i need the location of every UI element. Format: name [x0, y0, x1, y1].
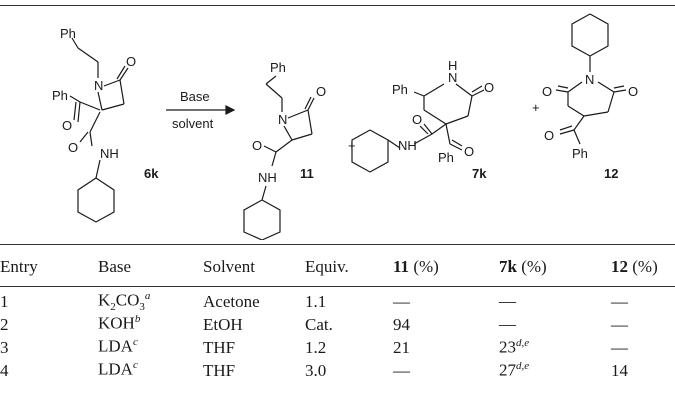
cell-equiv: Cat.	[305, 314, 333, 334]
cell-equiv: 1.1	[305, 291, 327, 311]
scheme-bottom-rule	[0, 244, 675, 245]
plus-sign: +	[532, 100, 540, 115]
o-label: O	[464, 144, 474, 159]
compound-6k-label: 6k	[144, 166, 159, 181]
table-row: 1 K2CO3a Acetone 1.1 — — —	[0, 290, 675, 313]
header-yield-11: 11 (%)	[393, 257, 439, 276]
n-label: N	[278, 112, 287, 127]
ph-label: Ph	[438, 150, 454, 165]
ph-label: Ph	[52, 88, 68, 103]
table-row: 2 KOHb EtOH Cat. 94 — —	[0, 313, 675, 336]
cell-base: LDAc	[98, 359, 138, 379]
cell-solvent: THF	[203, 337, 236, 357]
cell-entry: 4	[0, 360, 9, 380]
o-label: O	[484, 80, 494, 95]
reaction-arrow: Base solvent	[166, 89, 236, 131]
cell-solvent: EtOH	[203, 314, 243, 334]
cell-base: KOHb	[98, 313, 141, 333]
o-label: O	[126, 54, 136, 69]
cell-yield-11: —	[393, 291, 410, 311]
cell-yield-11: 21	[393, 337, 410, 357]
compound-7k-label: 7k	[472, 166, 487, 181]
arrow-solvent-label: solvent	[172, 116, 214, 131]
header-yield-7k: 7k (%)	[499, 257, 547, 276]
o-label: O	[544, 128, 554, 143]
o-label: O	[68, 140, 78, 155]
cell-yield-11: 94	[393, 314, 410, 334]
cell-base: K2CO3a	[98, 290, 151, 314]
h-label: H	[448, 58, 457, 73]
cell-equiv: 1.2	[305, 337, 327, 357]
o-label: O	[316, 84, 326, 99]
compound-6k: Ph N O Ph O O NH 6k	[52, 26, 159, 223]
cell-entry: 1	[0, 291, 9, 311]
header-solvent: Solvent	[203, 257, 255, 276]
o-label: O	[62, 118, 72, 133]
cell-yield-11: —	[393, 360, 410, 380]
header-base: Base	[98, 257, 132, 276]
cell-yield-12: —	[611, 314, 628, 334]
cell-entry: 3	[0, 337, 9, 357]
header-entry: Entry	[0, 257, 38, 276]
table-row: 3 LDAc THF 1.2 21 23d,e —	[0, 336, 675, 359]
o-label: O	[412, 112, 422, 127]
compound-12: N O O O Ph 12	[542, 13, 638, 181]
top-rule	[0, 5, 675, 6]
arrow-base-label: Base	[180, 89, 210, 104]
n-label: N	[585, 72, 594, 87]
cell-yield-7k: —	[499, 291, 516, 311]
cell-equiv: 3.0	[305, 360, 327, 380]
nh-label: NH	[100, 146, 119, 161]
cell-yield-7k: —	[499, 314, 516, 334]
compound-7k: H N O Ph O NH O Ph 7k	[351, 58, 494, 181]
nh-label: NH	[398, 138, 417, 153]
cell-yield-7k: 27d,e	[499, 360, 530, 380]
table-header-row: Entry Base Solvent Equiv. 11 (%) 7k (%) …	[0, 252, 675, 282]
o-label: O	[628, 84, 638, 99]
compound-11: Ph N O O NH 11	[243, 60, 326, 240]
o-label: O	[542, 84, 552, 99]
cell-solvent: Acetone	[203, 291, 260, 311]
cell-yield-7k: 23d,e	[499, 337, 530, 357]
ph-label: Ph	[270, 60, 286, 75]
table-row: 4 LDAc THF 3.0 — 27d,e 14	[0, 359, 675, 382]
ph-label: Ph	[60, 26, 76, 41]
results-table: Entry Base Solvent Equiv. 11 (%) 7k (%) …	[0, 252, 675, 382]
cell-yield-12: 14	[611, 360, 628, 380]
reaction-scheme: Ph N O Ph O O NH 6k Base solvent Ph N O …	[52, 13, 638, 240]
compound-12-label: 12	[604, 166, 618, 181]
ph-label: Ph	[572, 146, 588, 161]
cell-yield-12: —	[611, 337, 628, 357]
header-equiv: Equiv.	[305, 257, 349, 276]
compound-11-label: 11	[300, 166, 314, 181]
header-rule	[0, 285, 675, 287]
cell-solvent: THF	[203, 360, 236, 380]
ph-label: Ph	[392, 82, 408, 97]
header-yield-12: 12 (%)	[611, 257, 658, 276]
o-label: O	[252, 138, 262, 153]
cell-base: LDAc	[98, 336, 138, 356]
n-label: N	[448, 70, 457, 85]
nh-label: NH	[258, 170, 277, 185]
cell-entry: 2	[0, 314, 9, 334]
n-label: N	[94, 78, 103, 93]
cell-yield-12: —	[611, 291, 628, 311]
